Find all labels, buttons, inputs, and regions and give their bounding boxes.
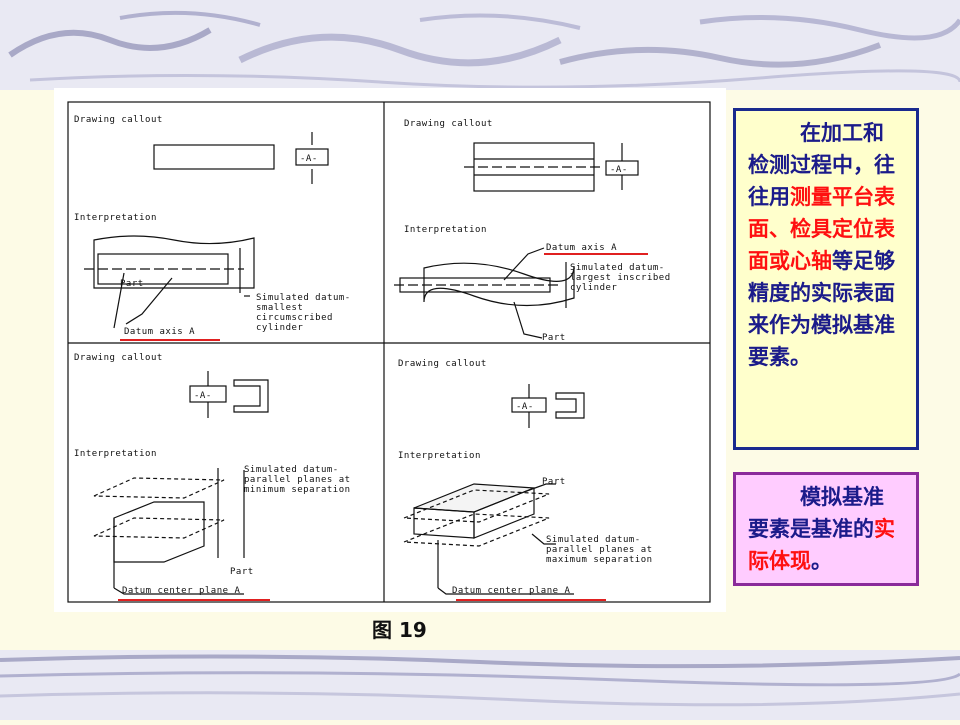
top-decoration-band	[0, 0, 960, 90]
panel-2-sim-line-3: cylinder	[570, 283, 617, 293]
panel-2-part-outline	[423, 262, 575, 307]
datum-figure: Drawing callout -A- Interpretation Part …	[54, 88, 726, 612]
panel-1-sim-line-1: Simulated datum-	[256, 293, 351, 303]
panel-3-interp-title: Interpretation	[74, 449, 157, 459]
panel-2-interp-title: Interpretation	[404, 225, 487, 235]
panel-2-part-label: Part	[542, 333, 566, 343]
panel-1-cylinder	[153, 144, 275, 170]
panel-3-sim-line-2: parallel planes at	[244, 475, 351, 485]
panel-4: Drawing callout -A- Interpretation Part	[398, 359, 653, 601]
panel-3-sim-line-1: Simulated datum-	[244, 465, 339, 475]
panel-3-plane-top	[93, 477, 225, 499]
panel-2-datum-axis-label: Datum axis A	[546, 243, 617, 253]
note1-part-1: 在加工和检测过程中，往往用	[748, 121, 895, 209]
panel-1-callout-title: Drawing callout	[74, 115, 163, 125]
note2-part-2-highlight: 实际体现	[748, 517, 895, 573]
bottom-decoration-band	[0, 650, 960, 720]
panel-4-sim-line-2: parallel planes at	[546, 545, 653, 555]
panel-3-datum-plane-label: Datum center plane A	[122, 586, 240, 596]
panel-4-part-label: Part	[542, 477, 566, 487]
panel-4-sim-line-3: maximum separation	[546, 555, 653, 565]
panel-4-plane-bottom	[403, 513, 550, 547]
panel-4-part	[555, 392, 585, 419]
panel-4-datum-label: -A-	[516, 402, 534, 412]
note2-part-1: 模拟基准要素是基准的	[748, 485, 884, 541]
note-box-embodiment: 模拟基准要素是基准的实际体现。	[733, 472, 919, 586]
panel-3-part-label: Part	[230, 567, 254, 577]
panel-4-part-top	[413, 483, 535, 513]
brush-stroke-decoration	[8, 10, 960, 89]
note1-part-3: 等足够精度的实际表面来作为模拟基准要素。	[748, 249, 895, 369]
panel-4-sim-line-1: Simulated datum-	[546, 535, 641, 545]
panel-1-part-outline	[93, 235, 255, 289]
panel-2-datum-label: -A-	[610, 165, 628, 175]
panel-3-part-body	[113, 501, 205, 563]
panel-4-callout-title: Drawing callout	[398, 359, 487, 369]
panel-2-sim-line-1: Simulated datum-	[570, 263, 665, 273]
note-box-simulated-datum: 在加工和检测过程中，往往用测量平台表面、检具定位表面或心轴等足够精度的实际表面来…	[733, 108, 919, 450]
note1-part-2-highlight: 测量平台表面、检具定位表面或心轴	[748, 185, 895, 273]
panel-1-datum-axis-label: Datum axis A	[124, 327, 195, 337]
panel-1-datum-label: -A-	[300, 154, 318, 164]
panel-4-datum-plane-label: Datum center plane A	[452, 586, 570, 596]
panel-3-datum-label: -A-	[194, 391, 212, 401]
panel-3: Drawing callout -A- Interpretation Part …	[74, 353, 351, 601]
panel-3-callout-title: Drawing callout	[74, 353, 163, 363]
datum-figure-drawing: Drawing callout -A- Interpretation Part …	[67, 101, 711, 603]
bottom-stroke-decoration	[0, 654, 960, 707]
panel-1-interp-title: Interpretation	[74, 213, 157, 223]
note2-part-3: 。	[811, 549, 832, 573]
panel-2-sim-line-2: largest inscribed	[570, 273, 671, 283]
panel-4-part-side	[473, 487, 535, 539]
panel-3-sim-line-3: minimum separation	[244, 485, 351, 495]
panel-4-part-front	[413, 507, 475, 539]
panel-2-callout-title: Drawing callout	[404, 119, 493, 129]
panel-3-part	[233, 379, 269, 413]
panel-1-datum-frame	[295, 148, 329, 166]
panel-4-plane-top	[403, 489, 550, 523]
panel-3-plane-bottom	[93, 517, 225, 539]
panel-1-sim-line-4: cylinder	[256, 323, 303, 333]
panel-1-sim-line-2: smallest	[256, 303, 303, 313]
panel-4-interp-title: Interpretation	[398, 451, 481, 461]
panel-1: Drawing callout -A- Interpretation Part …	[74, 115, 351, 341]
figure-caption: 图 19	[372, 618, 427, 642]
panel-1-part-label: Part	[120, 279, 144, 289]
panel-2: Drawing callout -A- Interpretation Datum…	[394, 119, 671, 343]
figure-frame	[67, 101, 711, 603]
panel-1-sim-line-3: circumscribed	[256, 313, 333, 323]
